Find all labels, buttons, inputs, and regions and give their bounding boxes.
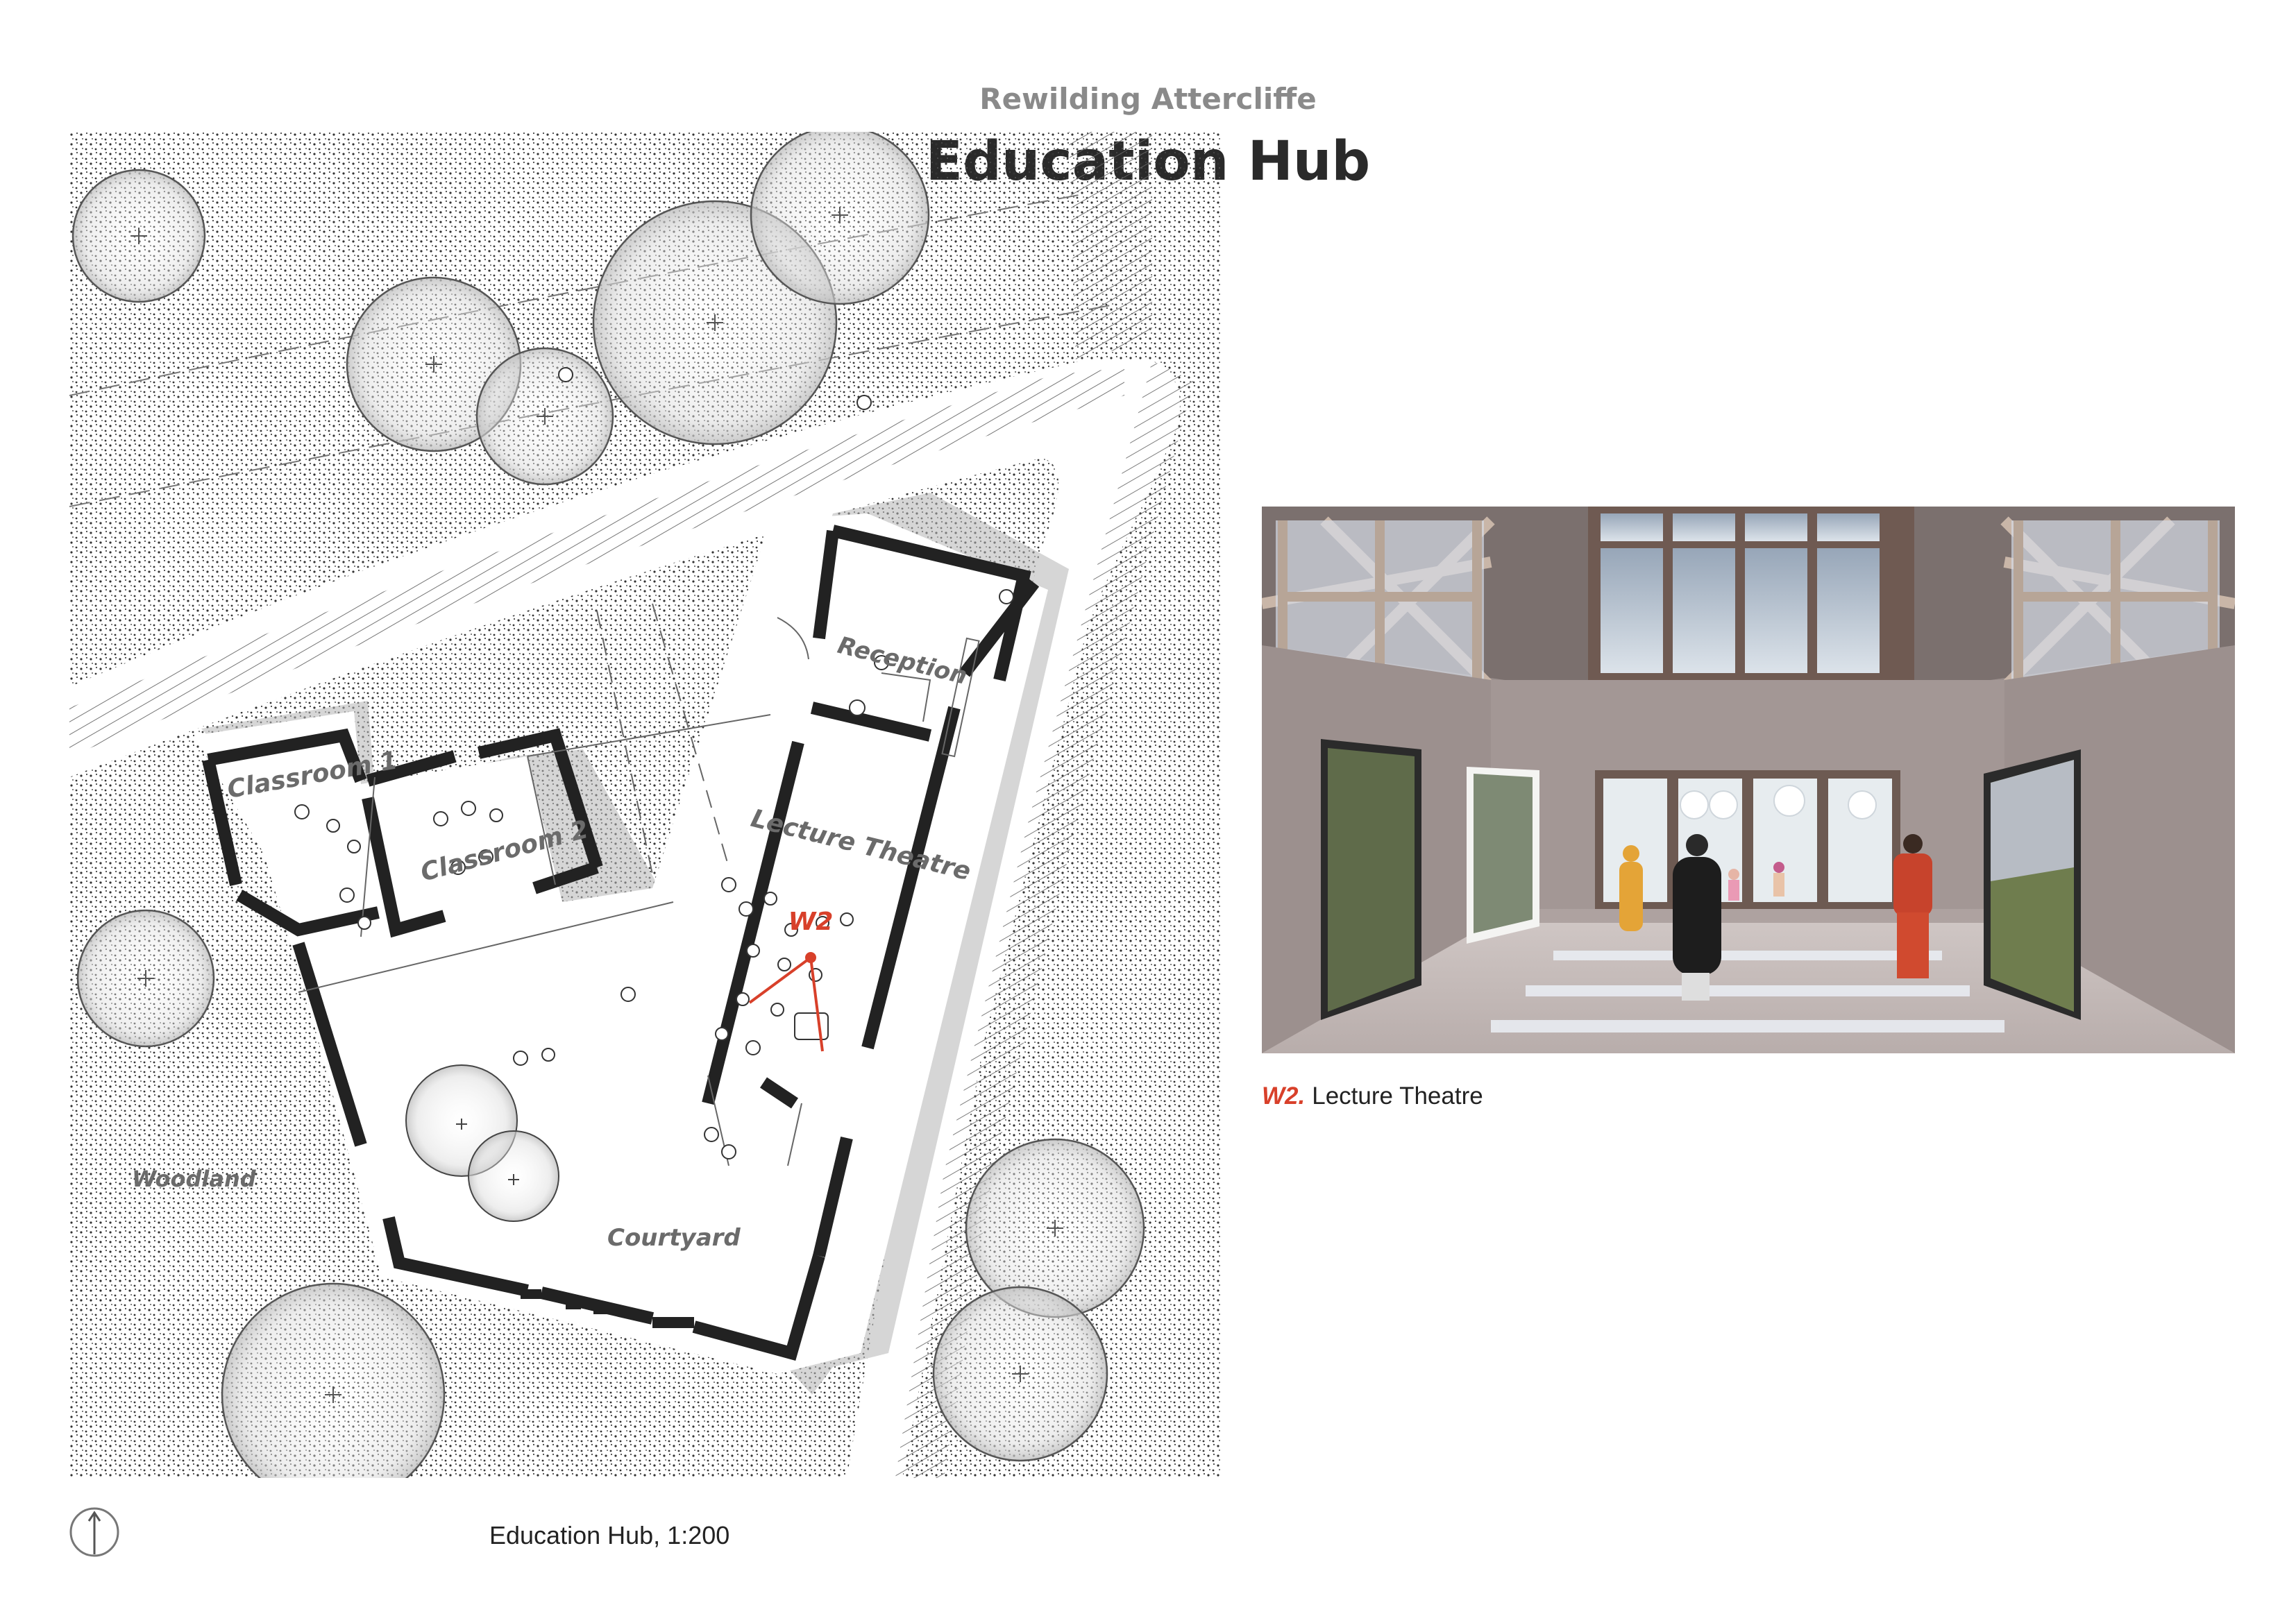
building-walls [202,525,1040,1361]
floor-plan: W2 Classroom 1 Classroom 2 Reception Lec… [69,132,1222,1478]
render-image [1262,507,2235,1053]
room-label-courtyard: Courtyard [607,1224,741,1252]
courtyard-tree-centres [456,1119,519,1185]
path-dash-2 [69,305,1111,507]
furniture [294,367,1014,1159]
view-marker-label: W2 [788,908,834,936]
tree-centres [130,207,1063,1403]
render-caption: W2.Lecture Theatre [1262,1082,1483,1110]
partitions [298,603,980,1166]
courtyard-windows [521,1289,694,1328]
boardwalk-right [895,361,1194,1478]
project-subtitle: Rewilding Attercliffe [979,82,1317,116]
lecture-theatre-render [1262,507,2235,1053]
floor-plan-drawing: W2 Classroom 1 Classroom 2 Reception Lec… [69,132,1222,1478]
building-floor [194,513,1048,1374]
render-caption-tag: W2. [1262,1082,1306,1110]
area-label-woodland: Woodland [132,1166,257,1192]
boardwalk-top [1069,132,1152,361]
view-marker-w2 [748,952,824,1052]
render-caption-text: Lecture Theatre [1312,1082,1483,1110]
plan-caption: Education Hub, 1:200 [489,1521,730,1549]
boardwalk-upper [69,368,1124,756]
north-arrow-icon [69,1507,119,1557]
